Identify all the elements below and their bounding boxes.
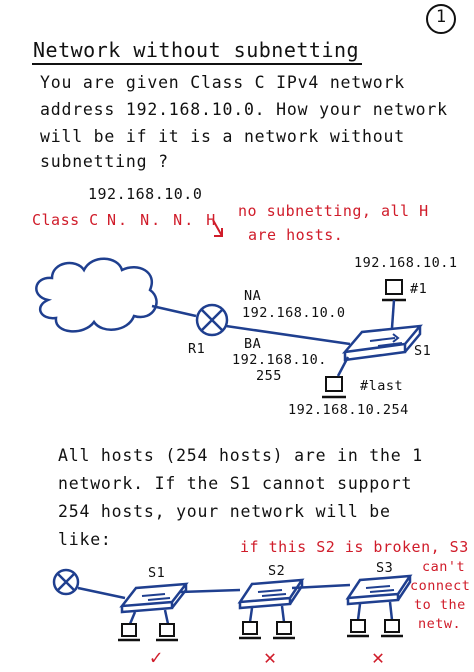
broadcast-address-line-2: 255 [256,368,282,384]
no-subnetting-note-line-2: are hosts. [248,226,344,244]
router-icon-2 [52,568,80,596]
network-address-label: 192.168.10.0 [88,185,203,203]
switch-label: S1 [414,343,432,359]
conclusion-line-1: All hosts (254 hosts) are in the 1 [58,446,423,465]
conclusion-line-2: network. If the S1 cannot support [58,474,413,493]
host-first-icon [382,279,406,329]
switch-icon [341,324,423,362]
network-address-tag: NA [244,288,262,304]
page-title: Network without subnetting [33,38,360,62]
class-label: Class C [32,211,99,229]
conclusion-line-3: 254 hosts, your network will be [58,502,391,521]
intro-line-2: address 192.168.10.0. How your network [40,100,448,119]
first-host-label: #1 [410,281,428,297]
check-mark-s1: ✓ [150,645,163,669]
cross-mark-s3: ✕ [372,645,385,669]
switch-s1-icon [118,582,189,642]
router-icon [195,303,229,337]
side-note-line-1: can't [422,559,466,575]
side-note-line-2: connect [410,578,471,594]
conclusion-line-4: like: [58,530,112,549]
intro-line-1: You are given Class C IPv4 network [40,73,405,92]
switch-s3-label: S3 [376,560,394,576]
side-note-line-4: netw. [418,616,462,632]
chain-link [77,583,351,600]
page-number-circle [426,4,456,34]
title-underline [32,63,362,65]
host-last-icon [322,356,350,399]
switch-s2-icon [237,578,305,640]
cloud-icon [35,257,158,333]
switch-s3-icon [345,574,413,638]
network-address-value: 192.168.10.0 [242,305,346,321]
last-host-address: 192.168.10.254 [288,402,409,418]
first-host-address: 192.168.10.1 [354,255,458,271]
side-note-line-3: to the [414,597,466,613]
cross-mark-s2: ✕ [264,645,277,669]
switch-s1-label: S1 [148,565,166,581]
link-cloud-router [151,304,197,318]
page-number: 1 [435,7,447,27]
router-label: R1 [188,341,206,357]
intro-line-4: subnetting ? [40,152,169,171]
switch-s2-label: S2 [268,563,286,579]
no-subnetting-note-line-1: no subnetting, all H [238,202,429,220]
intro-line-3: will be if it is a network without [40,127,405,146]
broadcast-address-tag: BA [244,336,262,352]
last-host-label: #last [360,378,404,394]
link-router-switch [225,324,351,346]
broken-switch-note: if this S2 is broken, S3 [240,538,469,556]
class-pattern: N. N. N. H [107,211,218,229]
broadcast-address-line-1: 192.168.10. [232,352,327,368]
arrow-to-note [212,219,223,237]
